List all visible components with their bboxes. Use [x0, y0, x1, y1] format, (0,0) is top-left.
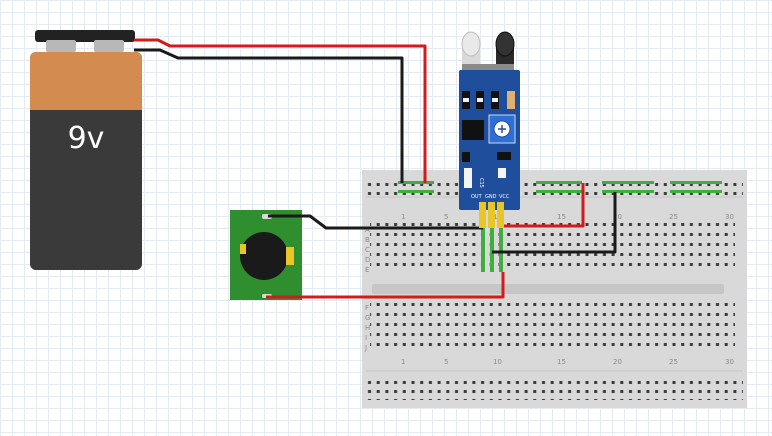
col-label: 10	[493, 358, 502, 366]
top-terminal-strip	[370, 223, 735, 273]
comparator-chip	[462, 120, 484, 140]
rail-divider	[366, 370, 743, 372]
wire-battery-negative	[134, 48, 404, 183]
row-label: H	[365, 324, 370, 332]
col-label: 20	[613, 358, 622, 366]
rail-divider	[366, 196, 743, 198]
col-label: 30	[725, 213, 734, 221]
battery-terminal-negative	[46, 40, 76, 52]
battery-top-band	[30, 52, 142, 110]
top-power-rail	[366, 178, 743, 196]
bottom-terminal-strip	[370, 301, 735, 351]
wire-sensor-gnd-to-rail	[492, 192, 617, 254]
indicator-led	[464, 168, 472, 188]
wire-sensor-vcc-to-rail	[501, 183, 585, 228]
col-label: 5	[444, 358, 448, 366]
col-label: 1	[401, 358, 405, 366]
row-label: E	[365, 266, 369, 274]
pin-label-vcc: VCC	[499, 194, 510, 200]
col-label: 30	[725, 358, 734, 366]
header-pin-gnd	[488, 202, 495, 228]
col-label: 15	[557, 213, 566, 221]
wire-buzzer-to-sensor	[266, 272, 505, 299]
col-label: 20	[613, 213, 622, 221]
indicator-led	[498, 168, 506, 178]
row-label: I	[365, 334, 367, 342]
buzzer-pin	[286, 247, 294, 265]
battery-terminal-positive	[94, 40, 124, 52]
smd-resistor	[507, 91, 515, 109]
buzzer-pad	[240, 244, 246, 254]
row-label: J	[364, 344, 367, 352]
row-label: F	[365, 304, 369, 312]
row-label: D	[365, 256, 370, 264]
center-channel	[372, 284, 724, 294]
wire-sensor-out-to-buzzer	[268, 214, 483, 230]
pin-label-gnd: GND	[485, 194, 497, 200]
connected-holes	[398, 181, 722, 272]
col-label: 25	[669, 358, 678, 366]
wires	[134, 38, 617, 299]
ir-emitter-led	[461, 31, 481, 57]
wire-battery-positive	[134, 38, 427, 183]
row-label: B	[365, 236, 370, 244]
pin-label-out: OUT	[471, 194, 483, 200]
smd-component	[462, 152, 470, 162]
col-label: 15	[557, 358, 566, 366]
battery-cap	[35, 30, 135, 42]
smd-component	[497, 152, 511, 160]
ir-sensor-module: C15 OUT GND VCC	[459, 31, 520, 228]
breadboard: 1 5 10 15 20 25 30 1 5 10 15 20 25 30 A …	[362, 170, 747, 408]
ir-receiver-led	[495, 31, 515, 57]
col-label: 5	[444, 213, 448, 221]
row-label: A	[365, 226, 370, 234]
row-label: G	[365, 314, 370, 322]
battery-label: 9v	[68, 121, 105, 156]
buzzer-body	[240, 232, 288, 280]
header-pin-out	[479, 202, 486, 228]
buzzer-module	[230, 210, 302, 300]
col-label: 25	[669, 213, 678, 221]
chip-label: C15	[478, 178, 484, 188]
row-label: C	[365, 246, 370, 254]
battery-9v: 9v	[30, 30, 142, 270]
header-pin-vcc	[497, 202, 504, 228]
col-label: 1	[401, 213, 405, 221]
bottom-power-rail	[366, 378, 743, 400]
